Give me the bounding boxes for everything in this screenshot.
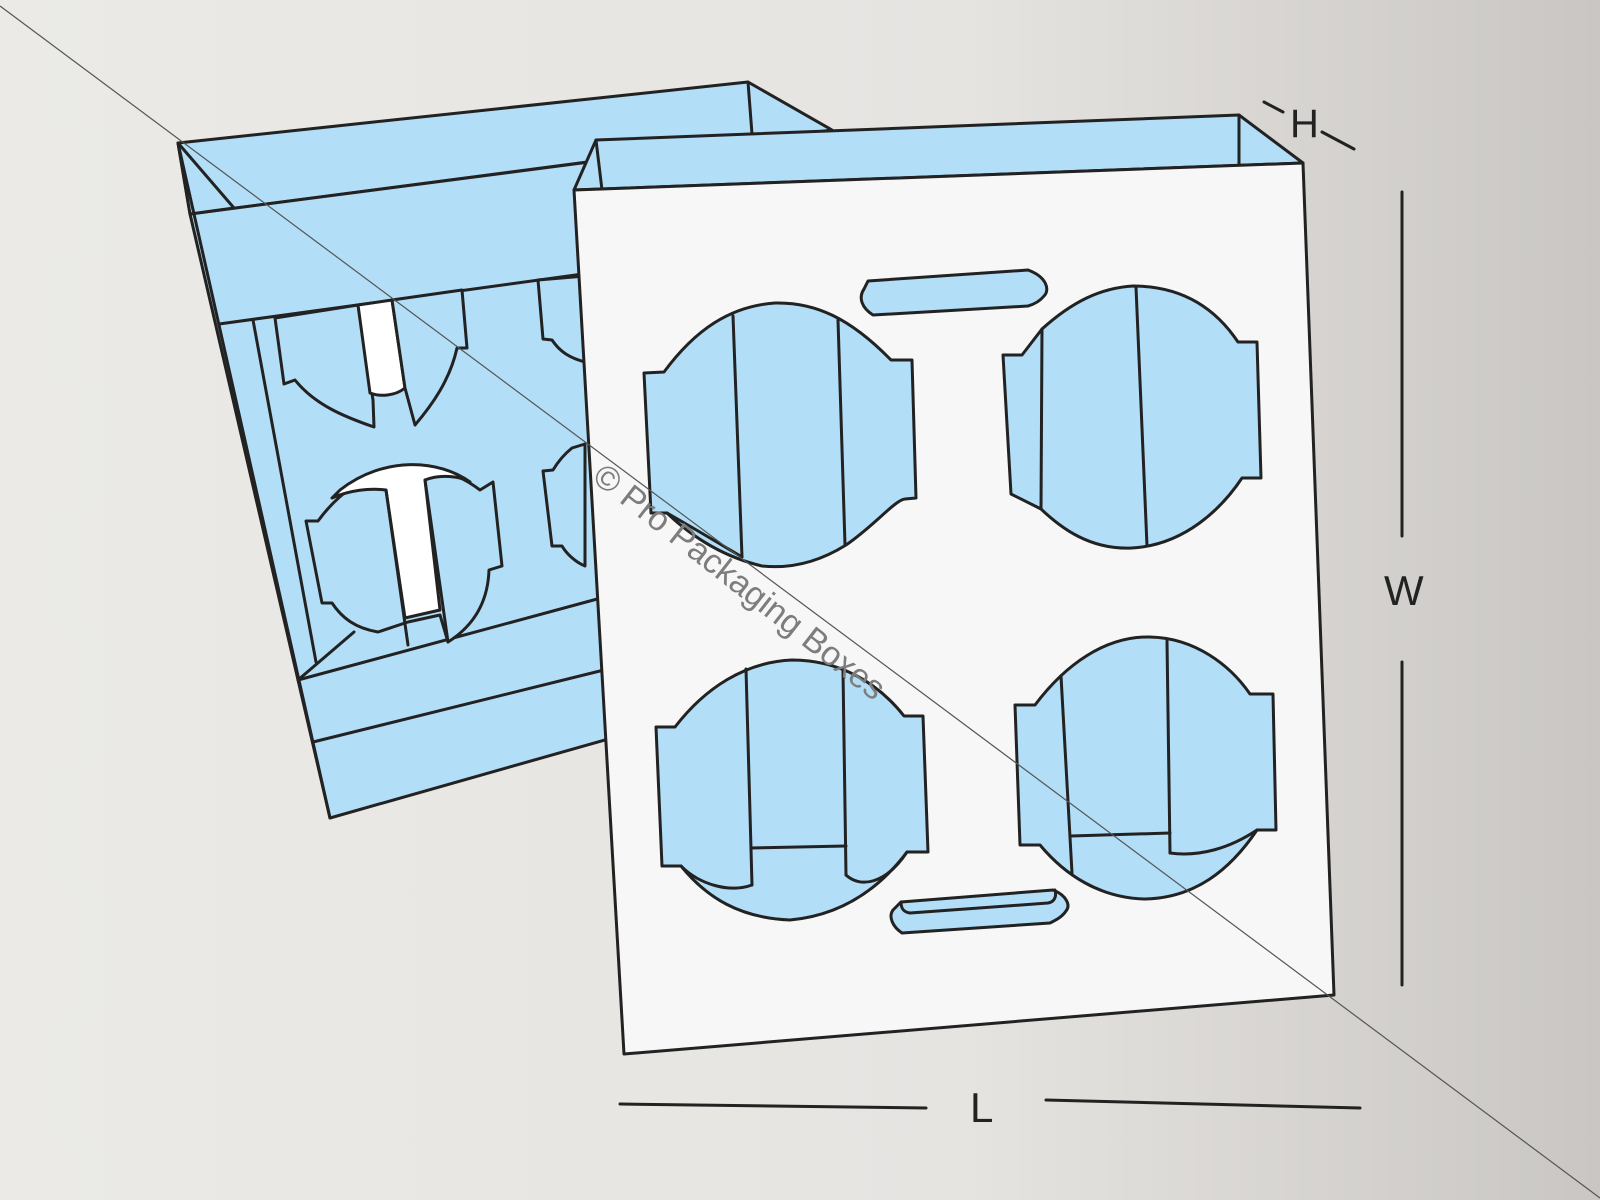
bottle-cutout-upper-right [1001,284,1263,550]
diagonal-guide-line [0,5,1600,1199]
dimension-lines [618,100,1404,1110]
back-carrier-box [176,80,834,820]
length-label: L [970,1084,994,1131]
back-box-side-flap [176,141,236,216]
height-dimension-line-right [1320,130,1356,151]
top-handle-slot [859,268,1049,317]
length-dimension-line-left [618,1102,928,1110]
back-box-upper-cutout [273,274,587,429]
back-box-lower-cutout [304,442,587,647]
length-dimension-line-right [1044,1098,1362,1110]
bottle-cutout-lower-right [1013,635,1278,901]
height-label: H [1290,102,1319,146]
width-label: W [1384,567,1424,614]
bottom-handle-slot [889,888,1070,935]
bottle-cutout-lower-left [654,658,930,922]
front-open-box [572,113,1336,1056]
height-dimension-line-left [1262,100,1285,114]
